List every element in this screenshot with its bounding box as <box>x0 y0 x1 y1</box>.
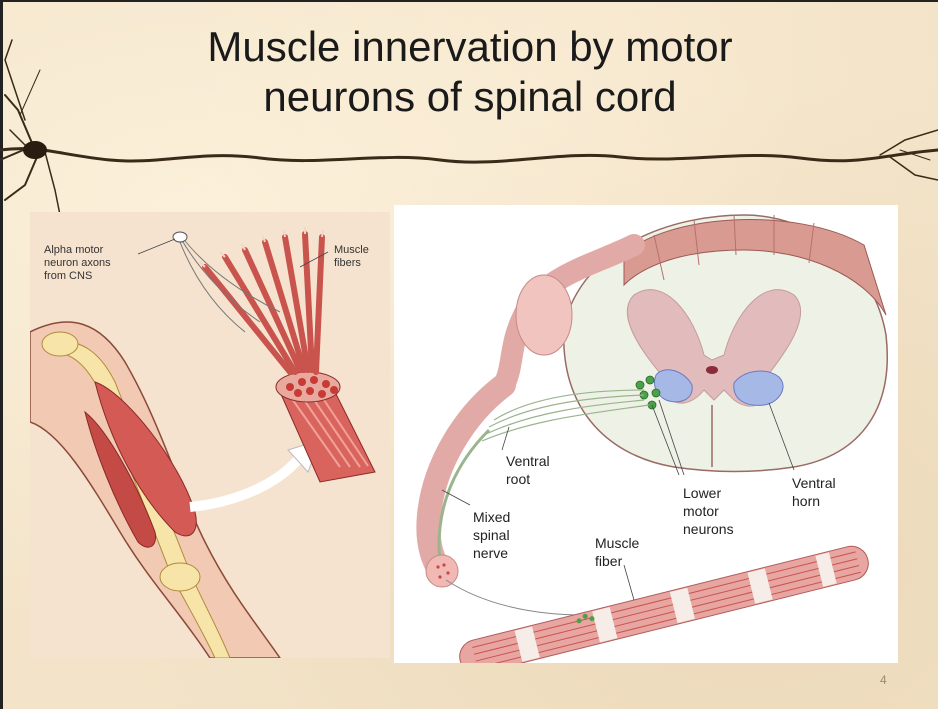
label-alpha-motor-neuron-axons: Alpha motor neuron axons from CNS <box>44 244 111 283</box>
spinal-cord-illustration <box>394 205 898 663</box>
label-muscle-fibers: Muscle fibers <box>334 244 369 270</box>
label-lower-motor-neurons: Lower motor neurons <box>683 484 734 538</box>
slide-title: Muscle innervation by motor neurons of s… <box>120 22 820 122</box>
label-ventral-horn: Ventral horn <box>792 474 836 510</box>
page-number: 4 <box>880 673 887 687</box>
label-ventral-root: Ventral root <box>506 452 550 488</box>
title-line-1: Muscle innervation by motor <box>120 22 820 72</box>
label-mixed-spinal-nerve: Mixed spinal nerve <box>473 508 510 562</box>
spinal-cord-illustration-panel: Ventral root Mixed spinal nerve Lower mo… <box>394 205 898 663</box>
label-muscle-fiber: Muscle fiber <box>595 534 639 570</box>
arm-muscle-illustration-panel: Alpha motor neuron axons from CNS Muscle… <box>30 212 390 658</box>
title-line-2: neurons of spinal cord <box>120 72 820 122</box>
